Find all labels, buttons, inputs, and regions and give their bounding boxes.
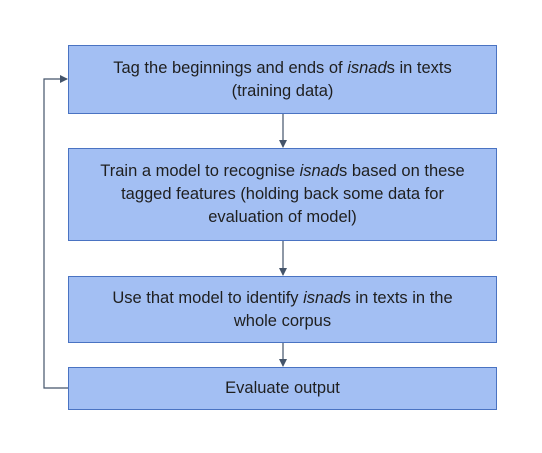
step-3-emphasis: isnad [303,288,343,307]
feedback-loop-arrow [43,75,68,389]
step-tag-isnads: Tag the beginnings and ends of isnads in… [68,45,497,114]
step-2-line-3: evaluation of model) [208,208,357,226]
step-2-line-2: tagged features (holding back some data … [121,185,444,203]
step-train-model: Train a model to recognise isnads based … [68,148,497,241]
step-identify-isnads: Use that model to identify isnads in tex… [68,276,497,343]
step-3-text-end: s in texts in the [342,288,453,307]
step-2-emphasis: isnad [299,162,340,180]
step-2-text-end: s based on these [339,162,465,180]
step-4-line-1: Evaluate output [225,379,340,397]
step-2-text: Train a model to recognise [100,162,300,180]
step-3-text: Use that model to identify [112,288,304,307]
step-3-line-1: Use that model to identify isnads in tex… [112,287,452,310]
step-evaluate-output: Evaluate output [68,367,497,410]
step-1-emphasis: isnad [347,58,387,77]
step-3-line-2: whole corpus [233,311,332,330]
step-1-text-end: s in texts [386,58,452,77]
step-1-line-2: (training data) [231,81,334,100]
step-2-line-1: Train a model to recognise isnads based … [100,160,464,183]
step-1-text: Tag the beginnings and ends of [113,58,348,77]
step-1-line-1: Tag the beginnings and ends of isnads in… [113,57,452,80]
